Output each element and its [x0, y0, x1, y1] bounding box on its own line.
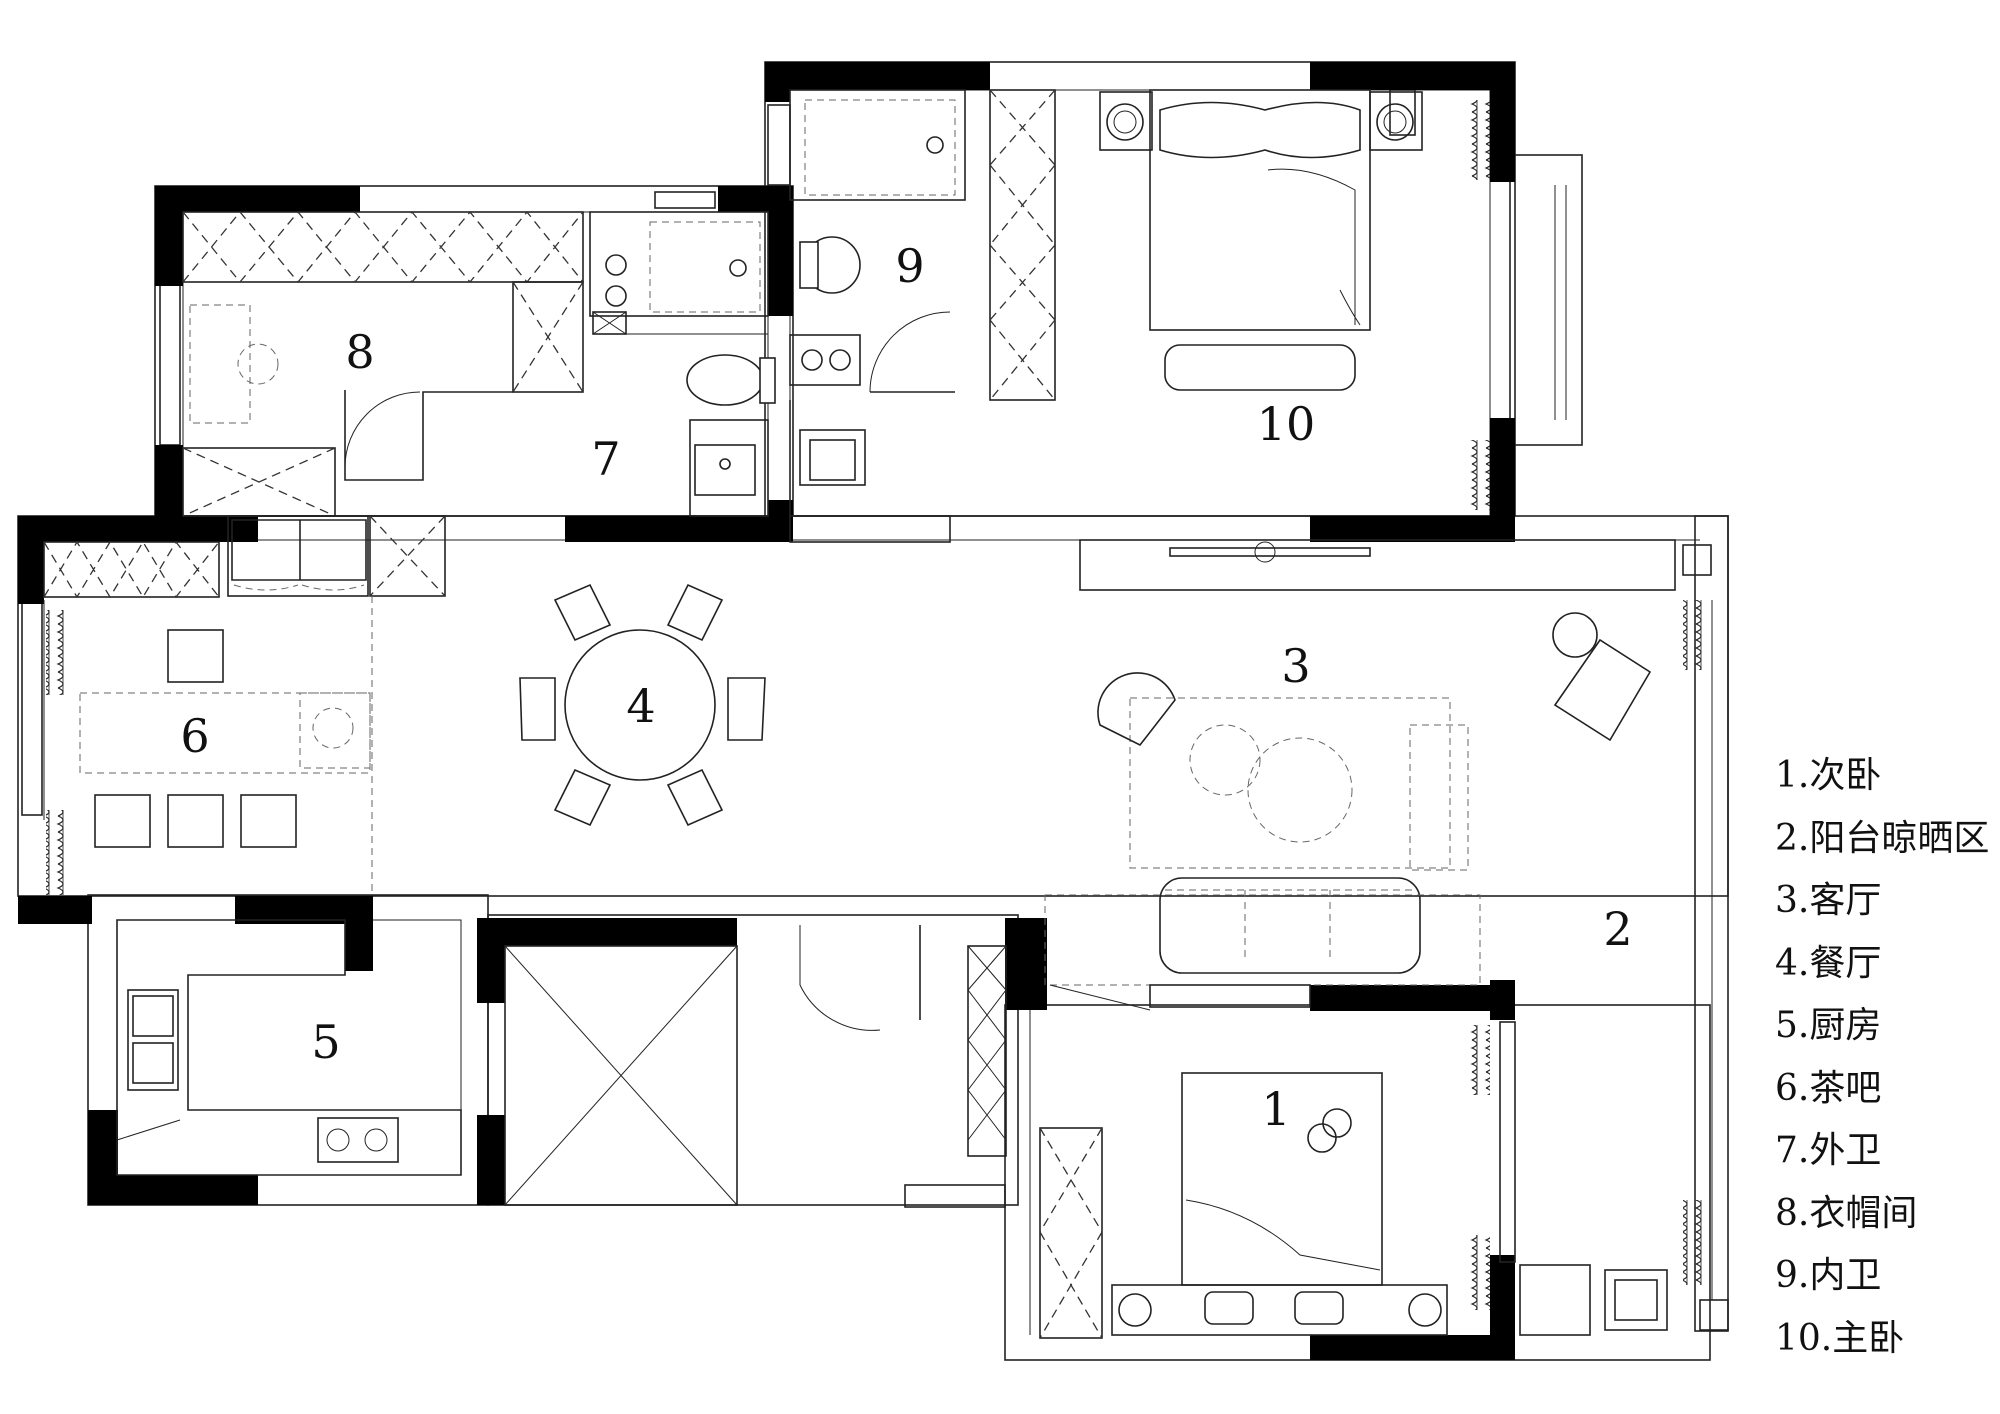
wall-outline	[17, 61, 1729, 1361]
legend-item: 1.次卧	[1775, 755, 1882, 796]
legend-item: 6.茶吧	[1775, 1067, 1882, 1109]
room-number-4: 4	[626, 679, 655, 733]
living-room	[1044, 539, 1676, 1011]
second-bedroom	[1039, 600, 1705, 1339]
kitchen	[116, 919, 462, 1176]
master-bedroom	[989, 89, 1490, 510]
master-bath	[789, 89, 966, 543]
room-numbers: 1 2 3 4 5 6 7 8 9 10	[180, 239, 1632, 1136]
guest-bath	[593, 333, 776, 517]
wardrobe-room	[182, 210, 769, 517]
legend-item: 10.主卧	[1775, 1317, 1905, 1359]
room-number-2: 2	[1603, 902, 1632, 956]
room-number-8: 8	[345, 325, 374, 379]
legend-item: 5.厨房	[1775, 1005, 1882, 1046]
room-number-6: 6	[180, 709, 209, 763]
room-number-3: 3	[1281, 639, 1310, 693]
legend-item: 7.外卫	[1775, 1130, 1882, 1171]
legend-item: 2.阳台晾晒区	[1775, 817, 1990, 859]
corridor	[504, 925, 1007, 1208]
legend-item: 9.内卫	[1775, 1255, 1882, 1296]
room-number-9: 9	[895, 239, 924, 293]
room-number-10: 10	[1257, 397, 1316, 451]
room-legend: 1.次卧 2.阳台晾晒区 3.客厅 4.餐厅 5.厨房 6.茶吧 7.外卫 8.…	[1775, 745, 1989, 1370]
legend-item: 4.餐厅	[1775, 942, 1882, 984]
legend-item: 3.客厅	[1775, 880, 1882, 921]
walls	[18, 62, 1515, 1360]
room-number-1: 1	[1261, 1082, 1290, 1136]
tea-bar	[43, 515, 446, 896]
legend-item: 8.衣帽间	[1775, 1192, 1918, 1234]
room-number-5: 5	[311, 1015, 340, 1069]
dining-table	[519, 583, 766, 827]
room-number-7: 7	[591, 432, 620, 486]
